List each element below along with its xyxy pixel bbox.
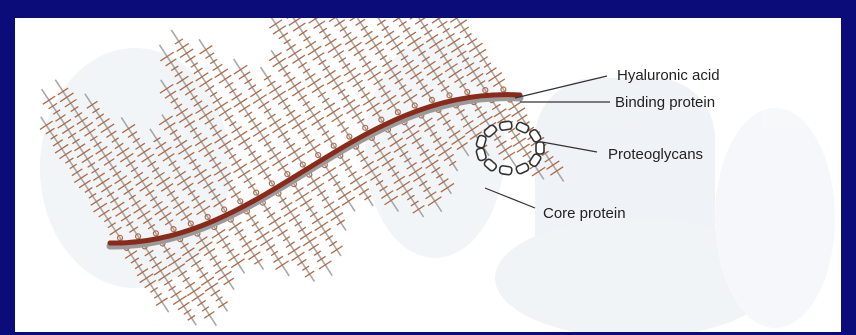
binding-protein-label: Binding protein [615, 94, 715, 111]
proteoglycan-ring-segment [499, 121, 512, 131]
proteoglycans-label: Proteoglycans [608, 146, 703, 163]
proteoglycan-ring-segment [515, 162, 529, 174]
proteoglycan-ring-segment [536, 142, 544, 154]
proteoglycan-ring-segment [499, 165, 512, 175]
core-protein-label: Core protein [543, 205, 626, 222]
proteoglycan-monomer-upper [269, 18, 352, 142]
proteoglycan-aggregate-diagram: Hyaluronic acid Binding protein Proteogl… [15, 18, 841, 332]
hyaluronic-acid-label: Hyaluronic acid [617, 67, 720, 84]
diagram-panel: Hyaluronic acid Binding protein Proteogl… [15, 18, 841, 332]
proteoglycan-monomer-lower [306, 170, 346, 231]
proteoglycan-monomer-lower [194, 229, 234, 290]
proteoglycan-monomer-lower [211, 222, 245, 273]
